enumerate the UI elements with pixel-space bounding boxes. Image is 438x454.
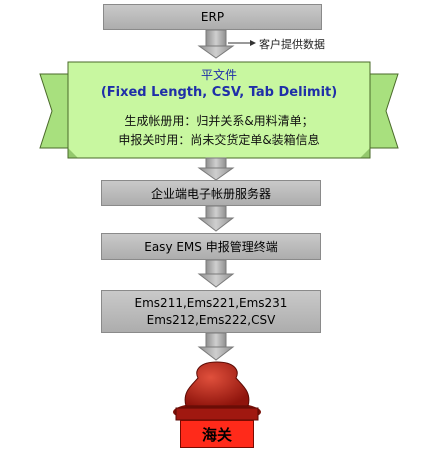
down-arrow-1-icon	[197, 29, 235, 59]
ems-codes-line-2: Ems212,Ems222,CSV	[146, 312, 276, 327]
ems-codes-box: Ems211,Ems221,Ems231 Ems212,Ems222,CSV	[101, 290, 321, 333]
erp-box: ERP	[103, 4, 322, 30]
flat-file-title: 平文件	[200, 68, 237, 82]
easy-ems-box: Easy EMS 申报管理终端	[101, 233, 321, 260]
flat-file-line-2: 申报关时用：尚未交货定单&装箱信息	[118, 133, 320, 147]
scroll-banner-shape	[39, 61, 399, 159]
easy-ems-label: Easy EMS 申报管理终端	[144, 240, 278, 254]
flat-file-content: 平文件 (Fixed Length, CSV, Tab Delimit) 生成帐…	[72, 66, 366, 148]
customs-text: 海关	[201, 425, 232, 444]
down-arrow-5-icon	[197, 332, 235, 361]
down-arrow-2-icon	[197, 157, 235, 181]
enterprise-server-box: 企业端电子帐册服务器	[101, 180, 321, 206]
ems-codes-line-1: Ems211,Ems221,Ems231	[134, 295, 288, 310]
flat-file-formats: (Fixed Length, CSV, Tab Delimit)	[100, 85, 338, 100]
customer-data-label: 客户提供数据	[259, 38, 325, 51]
side-arrow-icon	[228, 40, 256, 46]
down-arrow-3-icon	[197, 205, 235, 232]
customs-label: 海关	[180, 420, 254, 448]
down-arrow-4-icon	[197, 259, 235, 288]
erp-label: ERP	[200, 10, 225, 24]
stamp-icon	[173, 361, 261, 422]
flat-file-line-1: 生成帐册用：归并关系&用料清单；	[124, 114, 314, 128]
enterprise-server-label: 企业端电子帐册服务器	[150, 186, 271, 201]
